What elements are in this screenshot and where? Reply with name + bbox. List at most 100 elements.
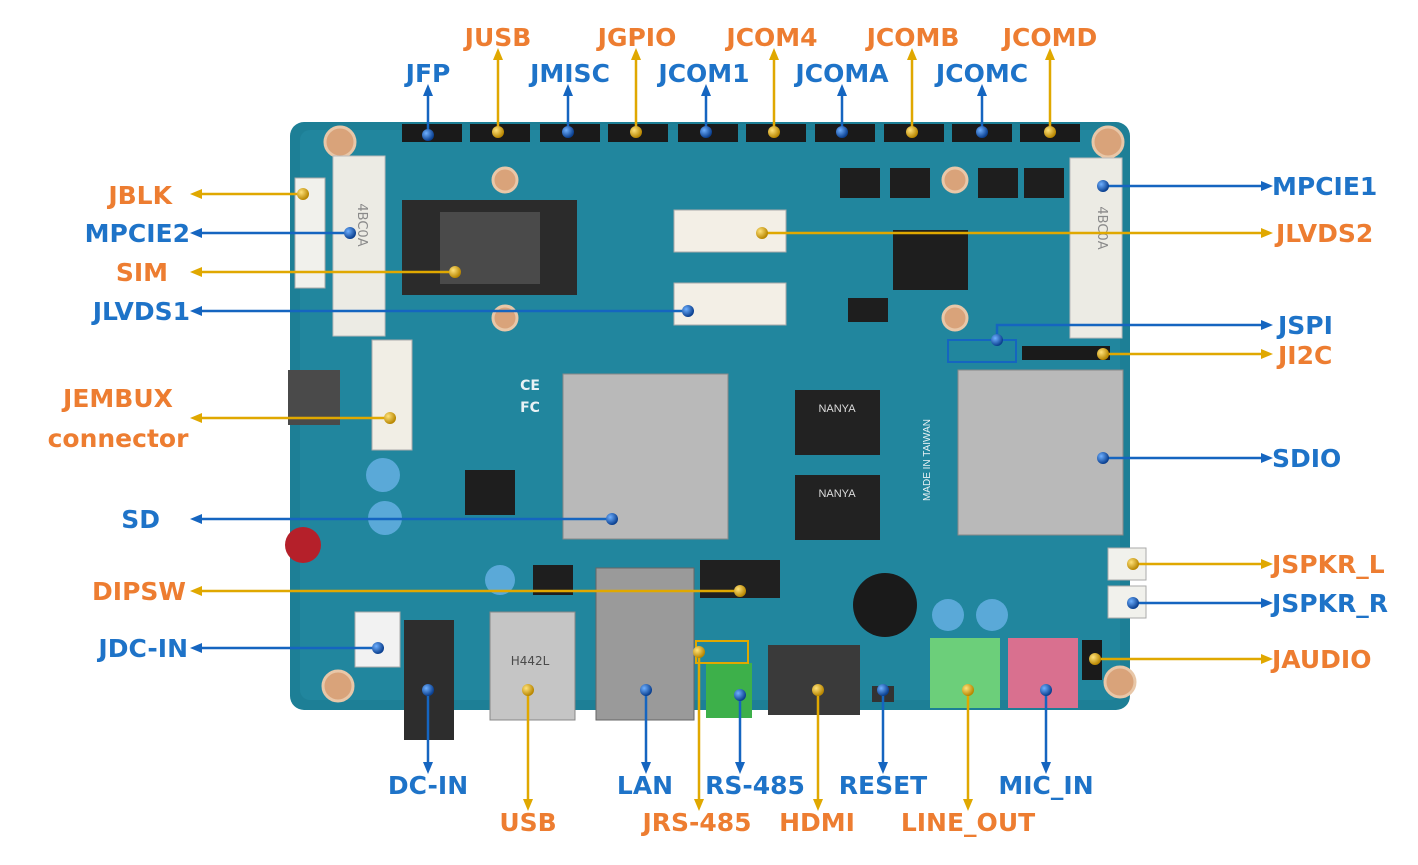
callout-label: JLVDS2 [1274,219,1373,248]
marker-dot-icon [606,513,618,525]
svg-text:NANYA: NANYA [818,488,856,500]
callout-label: JCOMA [793,59,889,88]
callout-jcomb: JCOMB [865,23,959,138]
arrowhead-icon [190,413,202,423]
callout-jblk: JBLK [106,181,309,210]
arrowhead-icon [977,84,987,96]
arrowhead-icon [769,48,779,60]
ji2c-header [1022,346,1110,360]
marker-dot-icon [562,126,574,138]
arrowhead-icon [1261,598,1273,608]
callout-jrs-485: JRS-485 [640,646,752,837]
svg-text:MADE IN TAIWAN: MADE IN TAIWAN [922,419,933,501]
marker-dot-icon [372,642,384,654]
callout-label: LINE_OUT [901,808,1035,837]
marker-dot-icon [422,684,434,696]
callout-ji2c: JI2C [1097,341,1332,370]
callout-jlvds2: JLVDS2 [756,219,1373,248]
mpcie2-silkscreen: 4BC0A [354,203,369,246]
callout-label: JSPKR_L [1270,550,1385,579]
callout-hdmi: HDMI [779,684,855,837]
arrowhead-icon [423,84,433,96]
callout-label: JRS-485 [640,808,751,837]
arrowhead-icon [735,762,745,774]
arrowhead-icon [907,48,917,60]
callout-label: SDIO [1272,444,1341,473]
rs485-terminal [706,663,752,718]
callout-label-line2: connector [48,424,189,453]
marker-dot-icon [976,126,988,138]
arrowhead-icon [694,799,704,811]
callout-usb: USB [499,684,557,837]
jlvds1-connector [673,282,787,326]
arrowhead-icon [523,799,533,811]
callout-label: SIM [116,258,168,287]
svg-text:NANYA: NANYA [818,403,856,415]
callout-mic-in: MIC_IN [998,684,1094,800]
callout-jlvds1: JLVDS1 [91,297,694,326]
callout-label: DC-IN [388,771,468,800]
marker-dot-icon [962,684,974,696]
arrowhead-icon [837,84,847,96]
callout-label: RS-485 [705,771,805,800]
jdc-in-connector [354,611,401,668]
arrowhead-icon [1261,228,1273,238]
ram-chip-1 [795,390,880,455]
callout-dc-in: DC-IN [388,684,468,800]
callout-jcom1: JCOM1 [656,59,750,138]
marker-dot-icon [700,126,712,138]
jspi-highlight [947,339,1017,363]
callout-label: JGPIO [596,23,677,52]
callout-jspkr-l: JSPKR_L [1127,550,1385,579]
callout-label: MPCIE2 [85,219,190,248]
callout-jembux: JEMBUX connector [48,384,396,453]
callout-jcomd: JCOMD [1001,23,1097,138]
arrowhead-icon [563,84,573,96]
callout-label: MPCIE1 [1272,172,1377,201]
callout-lan: LAN [617,684,673,800]
marker-dot-icon [756,227,768,239]
callout-label: JAUDIO [1270,645,1372,674]
arrowhead-icon [1261,654,1273,664]
callout-label: JEMBUX [61,384,173,413]
sdio-slot [957,369,1124,536]
ce-mark: CE [520,378,540,394]
arrowhead-icon [190,306,202,316]
callout-jcoma: JCOMA [793,59,889,138]
arrowhead-icon [1045,48,1055,60]
callout-jcomc: JCOMC [934,59,1028,138]
marker-dot-icon [812,684,824,696]
marker-dot-icon [384,412,396,424]
callout-label: JLVDS1 [91,297,190,326]
marker-dot-icon [836,126,848,138]
callout-label: JUSB [463,23,532,52]
callout-sdio: SDIO [1097,444,1341,473]
marker-dot-icon [522,684,534,696]
ram-chip-2 [795,475,880,540]
marker-dot-icon [768,126,780,138]
callout-label: JI2C [1276,341,1332,370]
callout-jdc-in: JDC-IN [96,634,384,663]
arrowhead-icon [190,189,202,199]
callout-dipsw: DIPSW [92,577,746,606]
callout-label: JSPKR_R [1270,589,1388,618]
callout-jaudio: JAUDIO [1089,645,1372,674]
jembux-connector [371,339,413,451]
marker-dot-icon [1097,348,1109,360]
jlvds2-connector [673,209,787,253]
arrowhead-icon [631,48,641,60]
arrowhead-icon [190,514,202,524]
arrowhead-icon [963,799,973,811]
callout-jcom4: JCOM4 [724,23,818,138]
callout-jspkr-r: JSPKR_R [1127,589,1388,618]
arrowhead-icon [1261,320,1273,330]
callout-label: RESET [839,771,927,800]
callout-label: HDMI [779,808,855,837]
callout-jusb: JUSB [463,23,532,138]
fc-mark: FC [520,400,540,416]
callout-label: JMISC [528,59,610,88]
marker-dot-icon [640,684,652,696]
callout-rs-485: RS-485 [705,689,805,800]
arrowhead-icon [1261,453,1273,463]
